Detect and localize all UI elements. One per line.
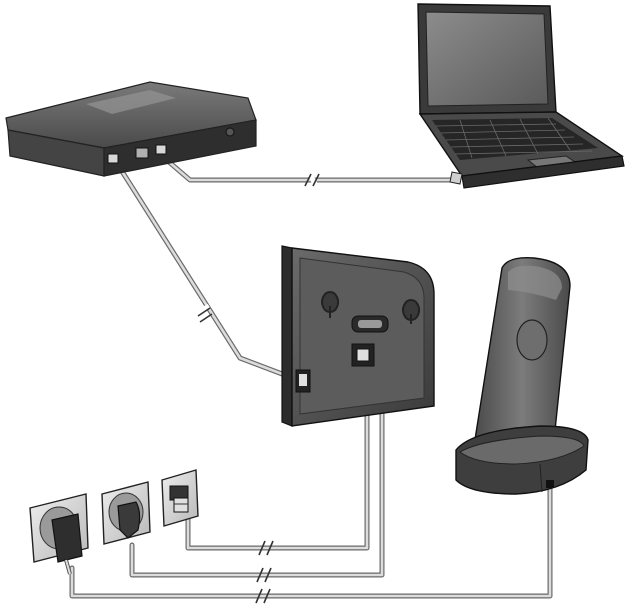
base-station-icon [281,245,435,427]
base-station [281,245,435,427]
cable-charger-power [69,482,553,604]
cable-base-power [129,357,385,583]
router-icon [5,81,257,177]
telephone-jack [161,469,199,527]
power-outlet-1 [29,493,89,575]
power-outlet-2 [101,481,151,545]
router [5,81,257,177]
power-outlet-icon [101,481,151,545]
handset-charger [455,257,589,495]
cable-router-base [115,162,301,383]
telephone-jack-icon [161,469,199,527]
laptop-icon [417,3,625,189]
laptop [417,3,625,189]
cables [69,153,553,604]
power-outlet-icon [29,493,89,575]
cable-base-jack [185,362,370,556]
cable-router-laptop [159,153,458,190]
handset-charger-icon [455,257,589,495]
